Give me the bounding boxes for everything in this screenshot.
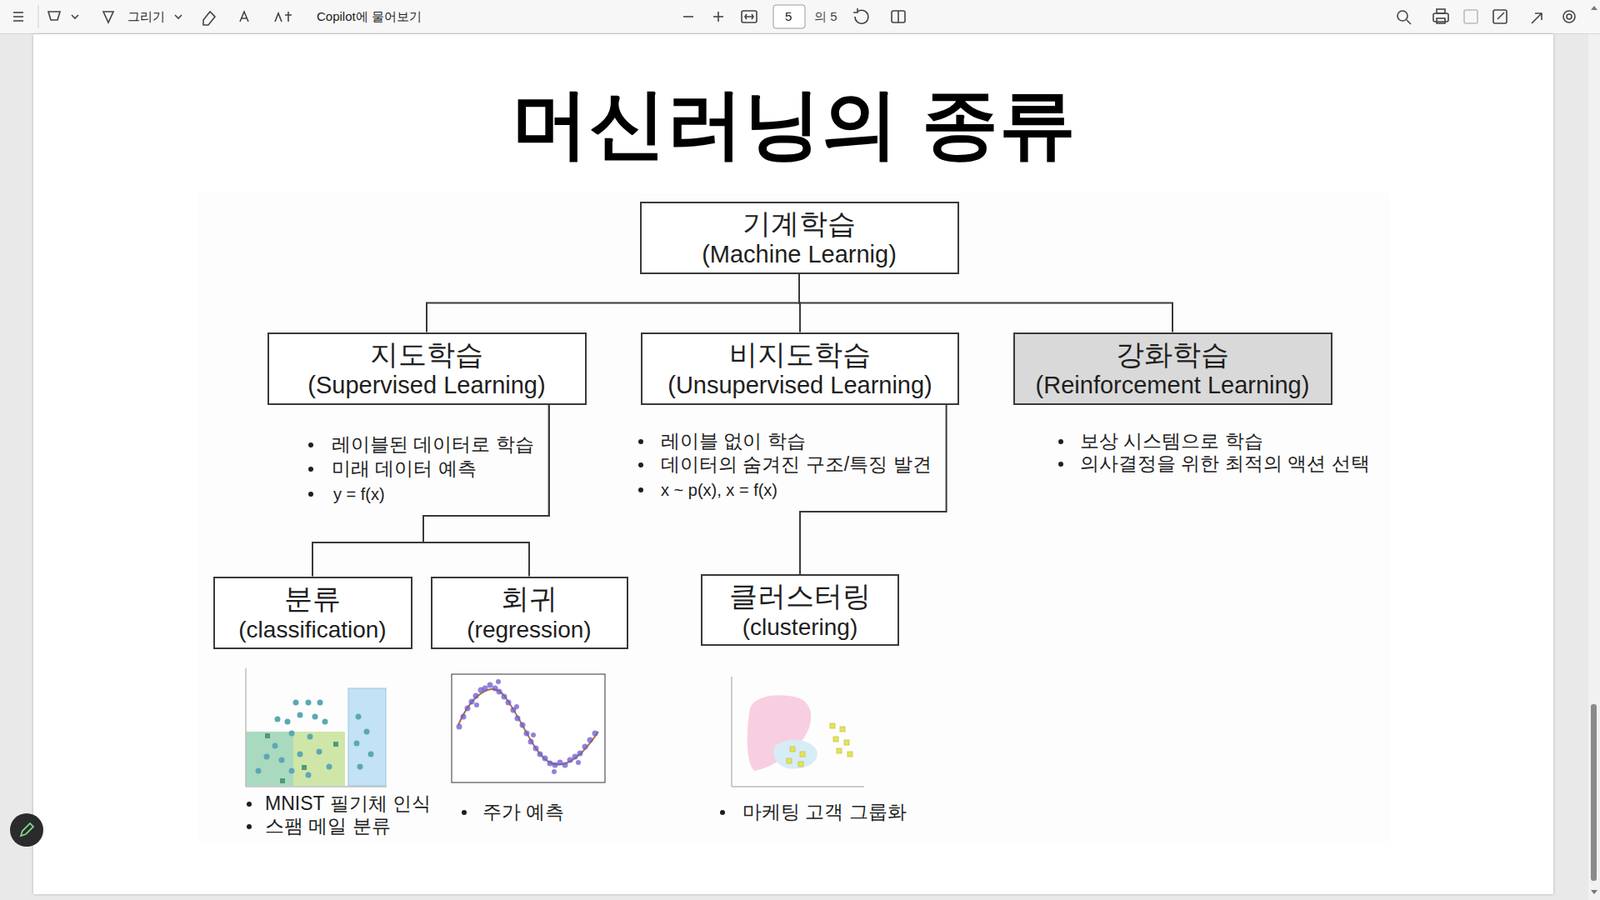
bullet-dot xyxy=(638,487,644,493)
bullet-text: 스팸 메일 분류 xyxy=(265,815,391,839)
bullet-text: 마케팅 고객 그룹화 xyxy=(742,800,907,825)
bullet-text: 의사결정을 위한 최적의 액션 선택 xyxy=(1080,452,1370,476)
toolbar-label: 의 5 xyxy=(814,9,838,25)
box-subtitle: (Reinforcement Learning) xyxy=(1035,370,1310,400)
tree-connector xyxy=(426,274,800,333)
category-box: 클러스터링(clustering) xyxy=(700,574,900,646)
scrollbar-track xyxy=(1588,34,1600,900)
category-box: 회귀(regression) xyxy=(430,576,629,650)
tree-connector xyxy=(799,274,1173,333)
bullet-dot xyxy=(246,824,252,830)
bullet-dot xyxy=(246,801,252,807)
box-heading: 기계학습 xyxy=(742,206,856,240)
category-box: 지도학습(Supervised Learning) xyxy=(267,332,587,405)
bullet-text: 미래 데이터 예측 xyxy=(331,457,477,481)
bullet-dot xyxy=(638,439,644,445)
scrollbar-thumb xyxy=(1590,704,1597,881)
tree-connector xyxy=(800,405,947,575)
scroll-arrows xyxy=(1590,5,1598,895)
bullet-dot xyxy=(308,442,314,448)
box-subtitle: (Machine Learnig) xyxy=(701,240,897,269)
bullet-text: 주가 예측 xyxy=(482,800,565,825)
bullet-dot xyxy=(1058,461,1064,467)
pen-icon xyxy=(20,823,34,836)
box-subtitle: (Unsupervised Learning) xyxy=(667,370,933,400)
clustering-plot xyxy=(731,676,865,787)
bullet-text: 데이터의 숨겨진 구조/특징 발견 xyxy=(660,453,932,477)
bullet-text: y = f(x) xyxy=(333,484,385,505)
box-heading: 분류 xyxy=(284,581,341,615)
box-subtitle: (classification) xyxy=(238,615,386,644)
root-box: 기계학습(Machine Learnig) xyxy=(640,201,960,275)
box-subtitle: (regression) xyxy=(466,615,591,644)
toolbar-label: 그리기 xyxy=(127,9,165,25)
page-number-box xyxy=(773,5,805,29)
bullet-dot xyxy=(308,491,314,497)
box-subtitle: (clustering) xyxy=(742,613,858,641)
category-box: 비지도학습(Unsupervised Learning) xyxy=(640,332,960,405)
bullet-text: 레이블된 데이터로 학습 xyxy=(331,433,535,457)
box-heading: 클러스터링 xyxy=(729,579,871,613)
classification-plot xyxy=(245,668,387,787)
slide-title: 머신러닝의 종류 xyxy=(511,81,1077,166)
pen-button xyxy=(10,813,44,847)
regression-plot xyxy=(451,674,605,783)
tree-connector xyxy=(423,405,550,577)
bullet-text: 레이블 없이 학습 xyxy=(660,430,806,454)
bullet-text: x ~ p(x), x = f(x) xyxy=(660,480,778,500)
bullet-dot xyxy=(308,466,314,472)
tree-connector xyxy=(312,405,550,577)
bullet-dot xyxy=(720,810,725,815)
highlighted-box: 강화학습(Reinforcement Learning) xyxy=(1013,332,1333,405)
bullet-text: 보상 시스템으로 학습 xyxy=(1080,430,1264,454)
toolbar-icons xyxy=(13,5,1575,29)
bullet-dot xyxy=(461,810,467,815)
box-heading: 비지도학습 xyxy=(729,337,871,371)
toolbar-label: 5 xyxy=(785,9,792,25)
bullet-dot xyxy=(638,462,644,468)
box-heading: 회귀 xyxy=(500,581,558,615)
box-heading: 강화학습 xyxy=(1115,337,1230,371)
category-box: 분류(classification) xyxy=(213,576,413,650)
bullet-dot xyxy=(1058,439,1064,445)
box-heading: 지도학습 xyxy=(370,337,484,371)
toolbar-label: Copilot에 물어보기 xyxy=(316,9,422,25)
bullet-text: MNIST 필기체 인식 xyxy=(265,792,431,816)
box-subtitle: (Supervised Learning) xyxy=(307,370,545,400)
